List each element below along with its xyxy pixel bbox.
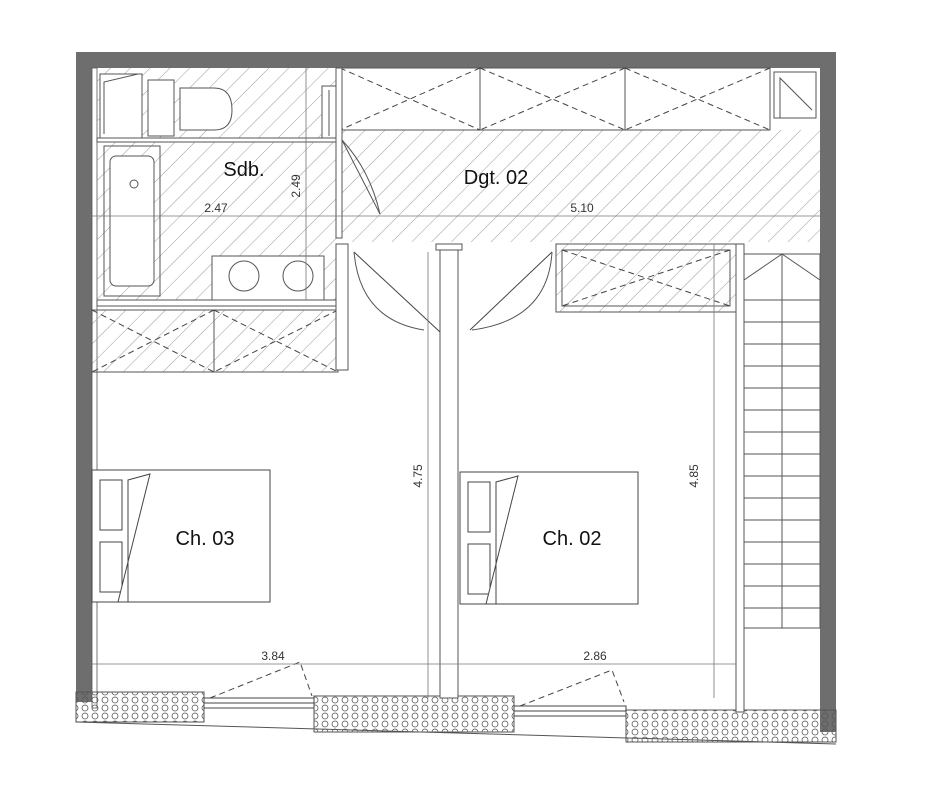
bathtub-icon [103, 145, 161, 297]
dim-sdb-depth: 2.49 [289, 174, 303, 198]
top-storage [339, 67, 817, 131]
room-label-sdb: Sdb. [223, 159, 264, 181]
towel-rack-icon [321, 85, 337, 141]
bed-ch02-icon [459, 471, 639, 605]
ch02-right-wall [735, 243, 745, 713]
window-ch02 [513, 669, 627, 717]
door-ch03 [353, 251, 441, 333]
facade-wall [75, 691, 837, 745]
dim-ch03-depth: 4.75 [411, 464, 425, 488]
window-ch03 [203, 661, 315, 709]
room-label-ch03: Ch. 03 [176, 528, 235, 550]
bed-ch03-icon [91, 469, 271, 603]
dim-dgt-width: 5.10 [570, 201, 594, 215]
bedroom-partition [435, 243, 463, 699]
bathroom-walls [96, 67, 349, 371]
cabinet-icon [99, 73, 143, 139]
dim-sdb-width: 2.47 [204, 201, 228, 215]
door-ch02 [469, 251, 553, 331]
dim-ch02-width: 2.86 [583, 649, 607, 663]
sink-icon [211, 255, 325, 301]
room-label-dgt: Dgt. 02 [464, 167, 528, 189]
outer-walls [76, 52, 836, 732]
ch02-closet [555, 243, 737, 313]
bathroom-door [341, 139, 381, 215]
dim-ch03-width: 3.84 [261, 649, 285, 663]
room-label-ch02: Ch. 02 [543, 528, 602, 550]
toilet-icon [147, 79, 233, 137]
dim-ch02-depth: 4.85 [687, 464, 701, 488]
bathroom-closet [91, 309, 339, 373]
hallway-floor [336, 130, 820, 242]
staircase [743, 253, 821, 629]
dimension-lines [92, 68, 820, 698]
